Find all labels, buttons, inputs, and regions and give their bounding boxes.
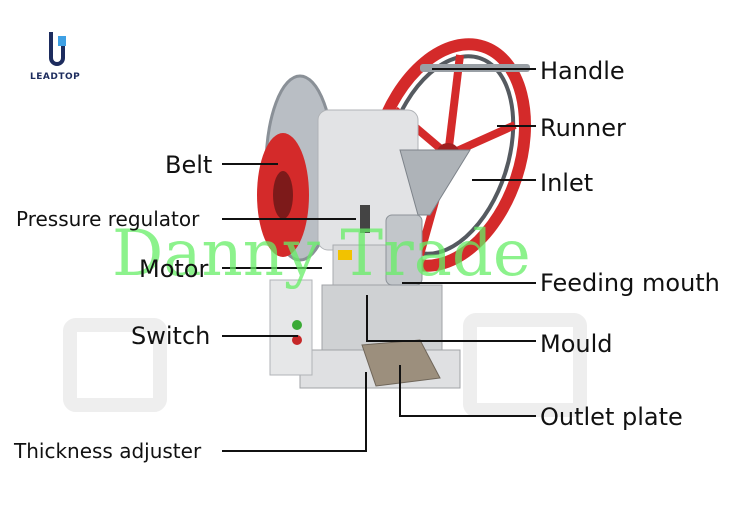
label-feeding-mouth: Feeding mouth	[540, 269, 720, 297]
label-runner: Runner	[540, 114, 626, 142]
label-handle: Handle	[540, 57, 625, 85]
watermark-text: Danny Trade	[112, 217, 531, 291]
label-switch: Switch	[131, 322, 211, 350]
leadtop-logo-icon	[49, 32, 66, 66]
label-motor: Motor	[139, 255, 209, 283]
label-pressure-regulator: Pressure regulator	[16, 207, 200, 231]
background-marks	[63, 313, 587, 417]
label-belt: Belt	[165, 151, 213, 179]
leader-lines	[222, 68, 536, 452]
label-inlet: Inlet	[540, 169, 594, 197]
brand-logo-text: LEADTOP	[30, 72, 81, 82]
label-mould: Mould	[540, 330, 613, 358]
inlet-hopper	[385, 149, 471, 286]
label-outlet-plate: Outlet plate	[540, 403, 683, 431]
label-thickness-adjuster: Thickness adjuster	[14, 439, 202, 463]
